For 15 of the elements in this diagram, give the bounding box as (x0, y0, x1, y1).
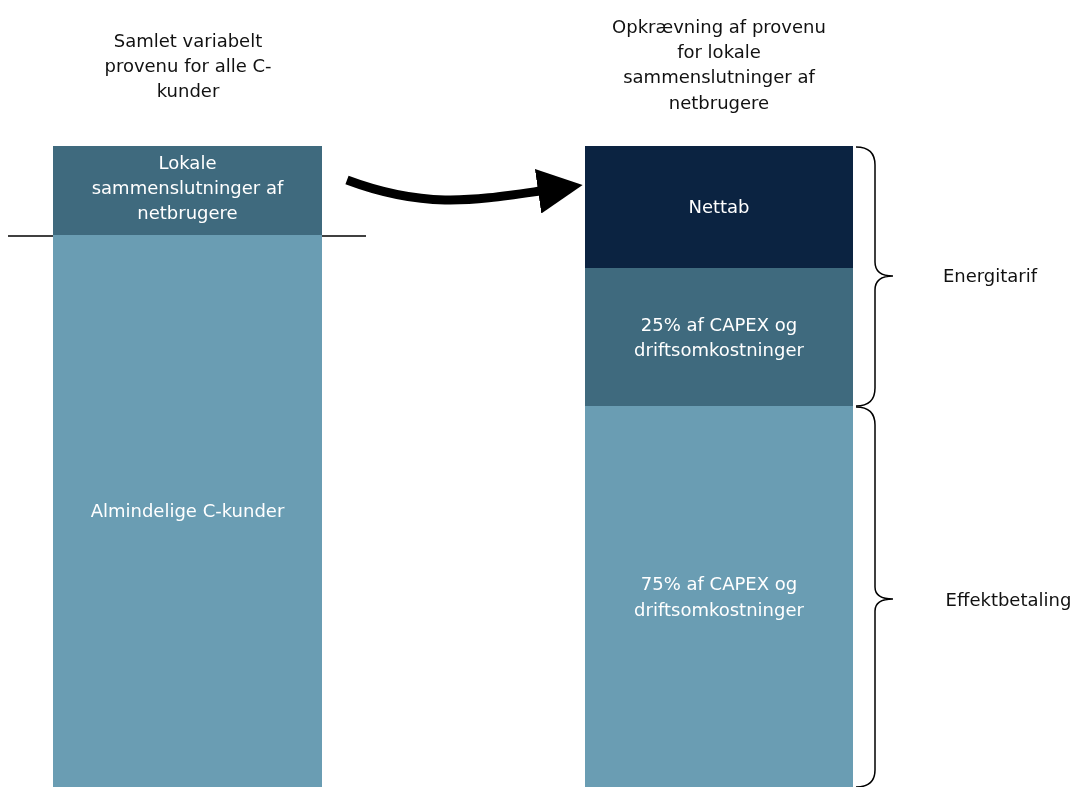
column-heading: Samlet variabelt provenu for alle C-kunder (103, 29, 273, 104)
segment-label: Nettab (688, 195, 750, 220)
bar-segment (585, 146, 853, 268)
column-heading: Opkrævning af provenu for lokale sammenslutninger af netbrugere (611, 15, 827, 115)
segment-label: 25% af CAPEX og driftsomkostninger (633, 312, 805, 362)
brace-label: Energitarif (941, 264, 1039, 288)
segment-label: Almindelige C-kunder (90, 499, 285, 524)
segment-label: Lokale sammenslutninger af netbrugere (90, 150, 285, 226)
curved-arrow (345, 169, 583, 214)
segment-label: 75% af CAPEX og driftsomkostninger (633, 572, 805, 622)
bar-segment (585, 406, 853, 787)
bar-segment (53, 146, 322, 235)
bar-segment (585, 268, 853, 406)
bar-segment (53, 235, 322, 787)
brace-label: Effektbetaling (944, 588, 1073, 612)
